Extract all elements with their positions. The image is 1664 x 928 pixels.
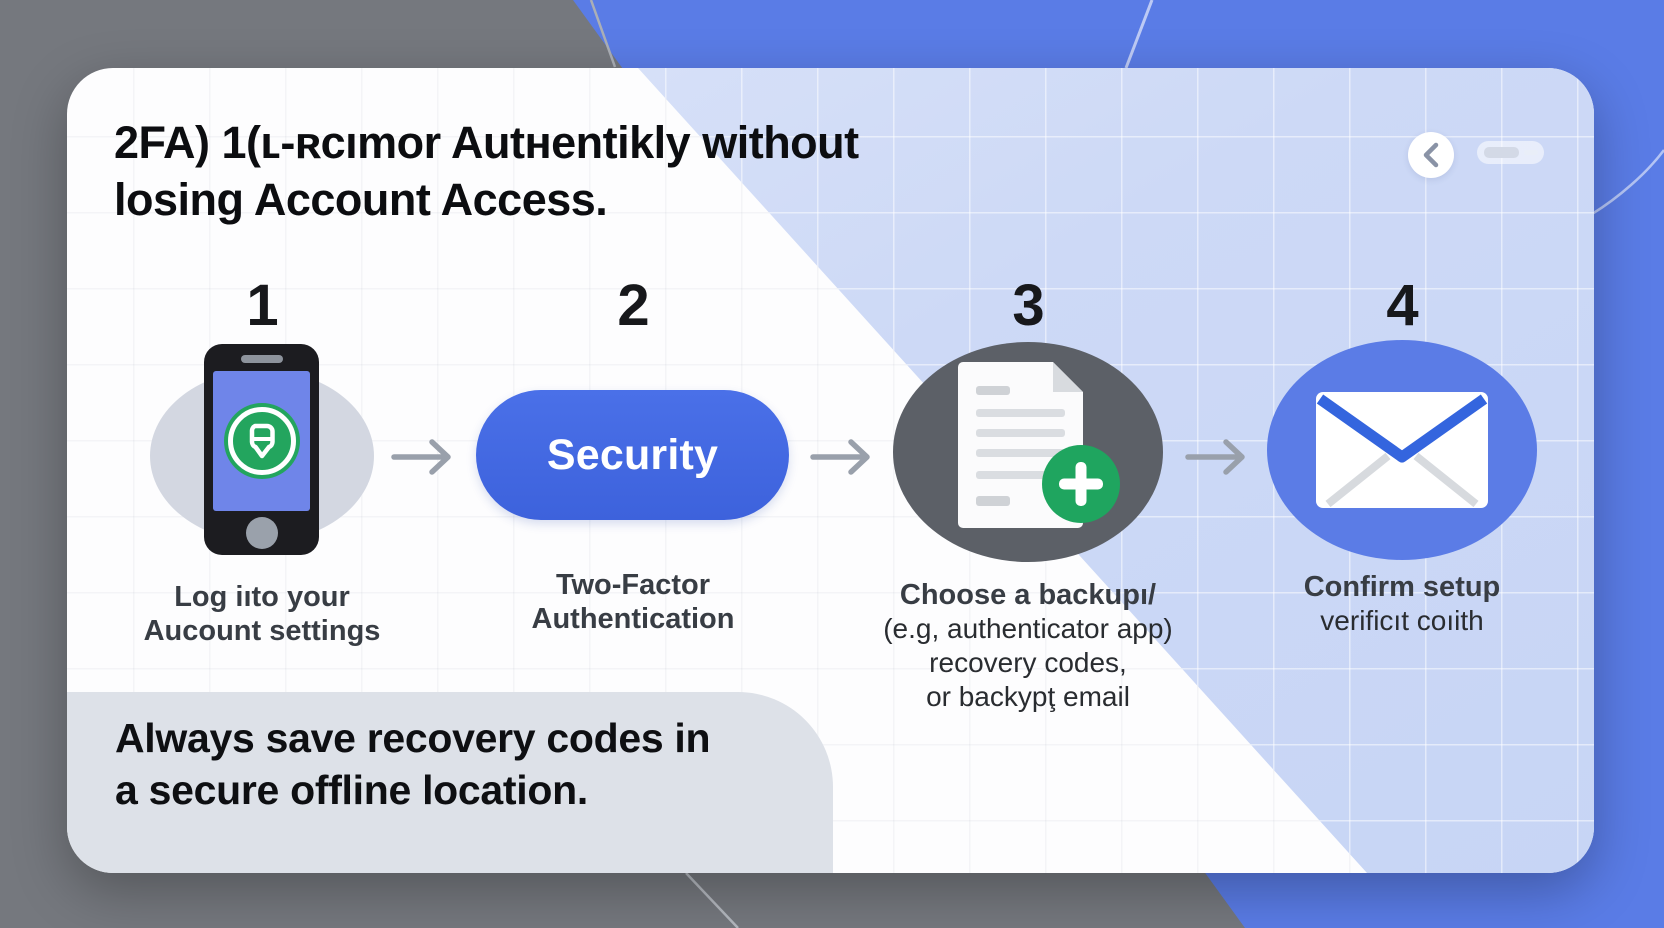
step-2-caption: Two-Factor Authentication — [448, 568, 818, 636]
document-text-bar — [976, 496, 1010, 506]
caption-line: Two-Factor — [555, 569, 711, 601]
caption-line: (e.g, authenticator app) — [883, 613, 1173, 644]
step-3-number: 3 — [1012, 273, 1044, 338]
note-line-1: Always save recovery codes in — [115, 715, 711, 761]
arrow-right-icon — [810, 439, 870, 475]
step-2-number: 2 — [617, 273, 649, 338]
progress-dash — [1524, 150, 1538, 155]
plus-vertical — [1075, 462, 1087, 506]
step-1-number: 1 — [246, 273, 278, 338]
document-text-bar — [976, 409, 1065, 417]
progress-pill — [1477, 141, 1544, 164]
title-line-2: losing Account Access. — [114, 174, 608, 225]
caption-line: Authentication — [531, 603, 735, 635]
security-button[interactable]: Security — [476, 390, 789, 520]
infographic-card: 2FA) 1(ʟ-ʀᴄımor Autʜentikly without losi… — [67, 68, 1594, 873]
arrow-right-icon — [1185, 439, 1245, 475]
caption-line: or backypţ email — [926, 681, 1130, 712]
envelope-flaps — [1316, 394, 1488, 508]
caption-line: Confirm setup — [1303, 571, 1501, 603]
caption-line: verificıt coıith — [1320, 605, 1484, 636]
phone-screen — [213, 371, 310, 511]
step-4-number: 4 — [1386, 273, 1418, 338]
lock-badge-ring — [227, 407, 296, 475]
phone-icon — [204, 344, 319, 555]
arrow-right-icon — [391, 439, 451, 475]
note-box: Always save recovery codes in a secure o… — [67, 692, 833, 873]
security-button-label: Security — [546, 430, 719, 479]
phone-speaker — [240, 355, 283, 363]
email-envelope-icon — [1316, 392, 1488, 508]
note-line-2: a secure offline location. — [115, 767, 588, 813]
caption-line: Auᴄount settings — [143, 615, 381, 647]
caption-line: Choose a backupı/ — [899, 579, 1157, 611]
lock-badge-icon — [223, 403, 300, 479]
note-text: Always save recovery codes in a secure o… — [115, 712, 711, 816]
caption-line: Log iıto your — [174, 581, 350, 613]
step-4: 4 Confirm setup verificıt coıith — [1232, 68, 1572, 873]
back-button[interactable] — [1408, 132, 1454, 178]
plus-badge-icon — [1042, 445, 1120, 523]
caption-line: recovery codes, — [929, 647, 1127, 678]
chevron-left-icon — [1423, 142, 1439, 168]
step-1: 1 Log iıto your Auᴄount setti — [127, 68, 397, 873]
step-2: 2 Security Two-Factor Authentication — [468, 68, 798, 873]
document-text-bar — [976, 449, 1065, 457]
step-4-caption: Confirm setup verificıt coıith — [1212, 570, 1592, 638]
phone-home-button — [245, 517, 278, 549]
document-icon — [958, 362, 1083, 528]
document-text-bar — [976, 429, 1065, 437]
progress-bar — [1484, 147, 1519, 158]
document-text-bar — [976, 386, 1010, 395]
step-1-caption: Log iıto your Auᴄount settings — [107, 580, 417, 648]
step-3: 3 Choose a backupı/ (e.g, authenticator … — [858, 68, 1198, 873]
title-line-1: 2FA) 1(ʟ-ʀᴄımor Autʜentikly without — [114, 117, 859, 168]
document-text-bar — [976, 471, 1052, 479]
step-3-caption: Choose a backupı/ (e.g, authenticator ap… — [838, 578, 1218, 714]
page-title: 2FA) 1(ʟ-ʀᴄımor Autʜentikly without losi… — [114, 114, 859, 228]
